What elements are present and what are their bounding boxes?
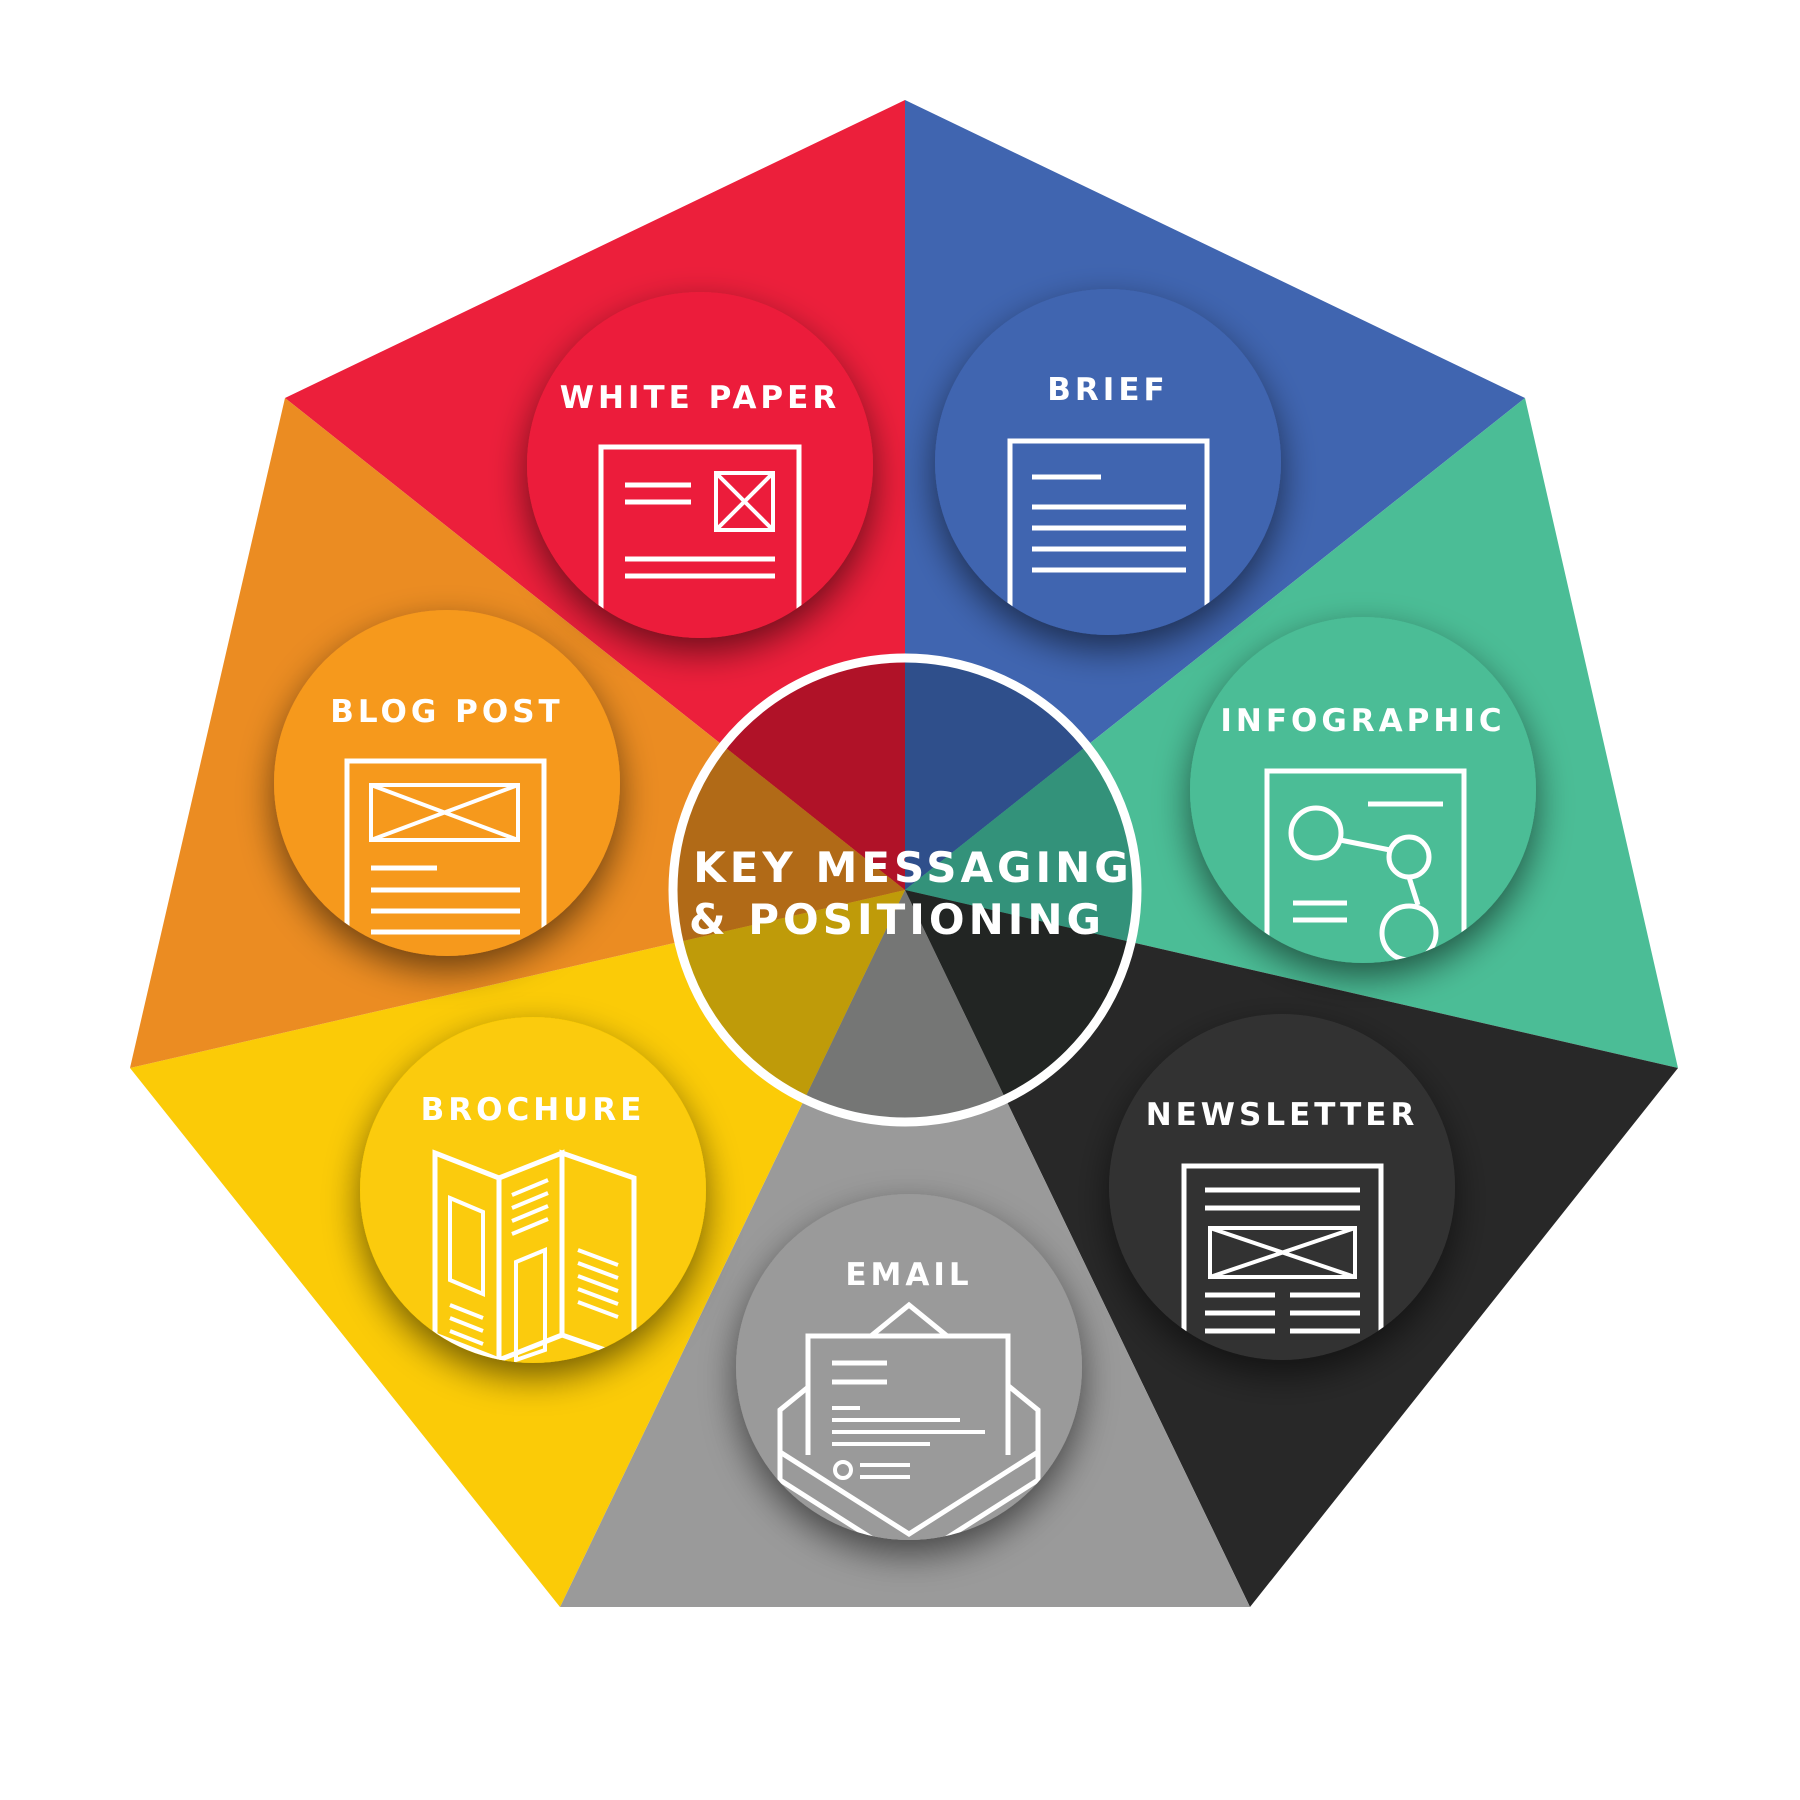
node-blog-post[interactable]: BLOG POST <box>274 610 620 956</box>
brochure-icon <box>432 1149 637 1363</box>
newsletter-icon <box>1181 1163 1384 1340</box>
center-title-line1: KEY MESSAGING <box>693 843 1133 892</box>
node-email[interactable]: EMAIL <box>736 1194 1082 1562</box>
node-brochure[interactable]: BROCHURE <box>360 1017 706 1363</box>
email-icon <box>777 1301 1041 1540</box>
email-label: EMAIL <box>845 1257 972 1293</box>
brief-icon <box>1007 438 1210 615</box>
node-infographic[interactable]: INFOGRAPHIC <box>1190 617 1536 963</box>
center-ring <box>668 653 1142 1127</box>
brief-label: BRIEF <box>1047 372 1168 408</box>
blog-post-icon <box>344 758 547 937</box>
white-paper-icon <box>598 444 802 620</box>
node-white-paper[interactable]: WHITE PAPER <box>527 292 873 638</box>
node-newsletter[interactable]: NEWSLETTER <box>1109 1014 1455 1360</box>
center-title-line2: & POSITIONING <box>689 895 1105 944</box>
blog-post-label: BLOG POST <box>330 694 563 730</box>
brochure-label: BROCHURE <box>421 1092 646 1128</box>
infographic-label: INFOGRAPHIC <box>1220 703 1505 739</box>
newsletter-label: NEWSLETTER <box>1146 1097 1419 1133</box>
white-paper-label: WHITE PAPER <box>560 380 840 416</box>
node-brief[interactable]: BRIEF <box>935 289 1281 635</box>
